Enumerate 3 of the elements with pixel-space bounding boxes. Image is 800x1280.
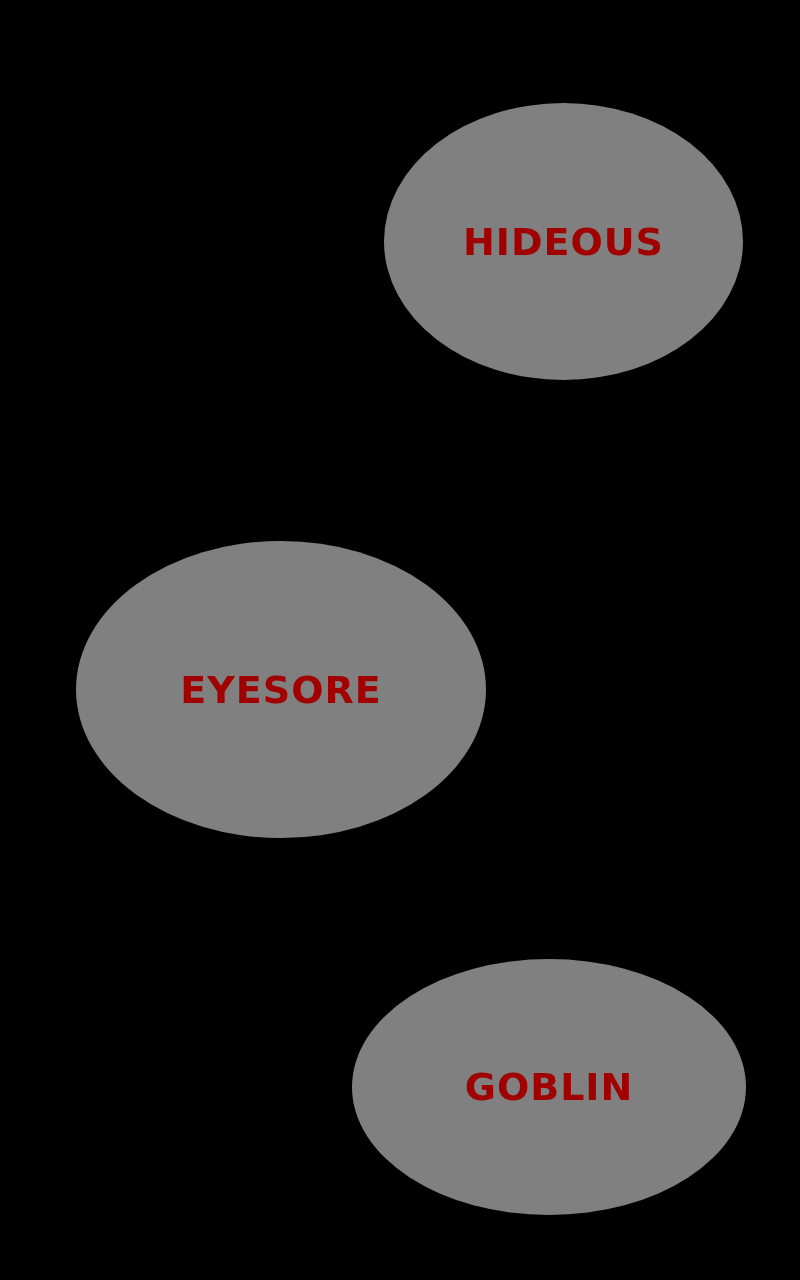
node-label: GOBLIN [464, 1065, 634, 1109]
node-label: EYESORE [180, 667, 382, 712]
node-label: HIDEOUS [463, 219, 664, 264]
